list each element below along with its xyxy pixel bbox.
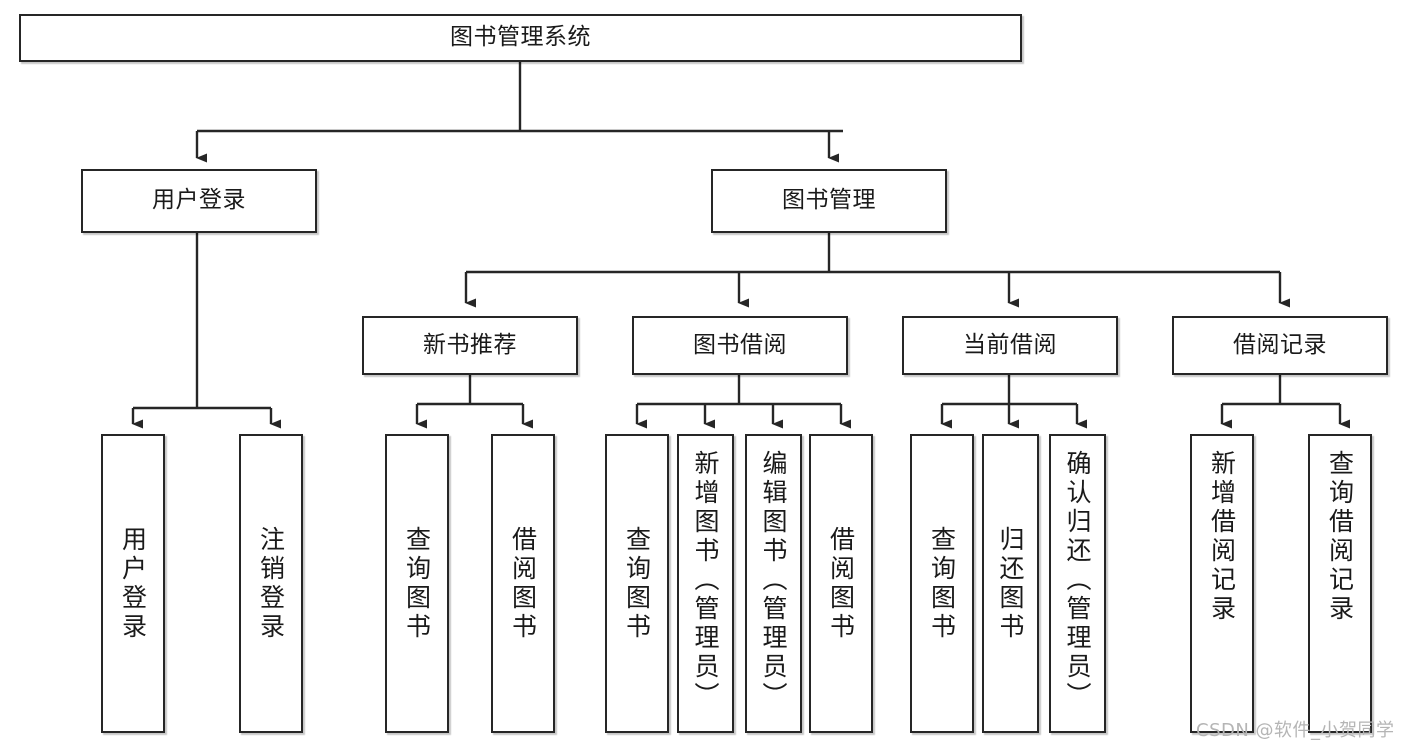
node-leaf-query-book-3-label: 查询图书 [927, 525, 957, 642]
node-leaf-borrow-book-1[interactable]: 借阅图书 [491, 434, 555, 733]
node-book-borrow[interactable]: 图书借阅 [632, 316, 848, 375]
node-book-management-label: 图书管理 [782, 187, 876, 214]
node-leaf-query-book-1[interactable]: 查询图书 [385, 434, 449, 733]
node-leaf-query-borrow-record-label: 查询借阅记录 [1325, 450, 1355, 624]
node-leaf-add-borrow-record-label: 新增借阅记录 [1207, 450, 1237, 624]
node-leaf-user-login[interactable]: 用户登录 [101, 434, 165, 733]
node-leaf-borrow-book-2[interactable]: 借阅图书 [809, 434, 873, 733]
node-leaf-query-book-1-label: 查询图书 [402, 525, 432, 642]
node-leaf-query-book-3[interactable]: 查询图书 [910, 434, 974, 733]
node-leaf-user-login-label: 用户登录 [118, 525, 148, 642]
node-current-borrow-label: 当前借阅 [963, 331, 1057, 358]
node-borrow-record-label: 借阅记录 [1233, 331, 1327, 358]
node-leaf-edit-book-label: 编辑图书（管理员） [759, 450, 788, 711]
node-leaf-return-book[interactable]: 归还图书 [982, 434, 1039, 733]
node-leaf-query-borrow-record[interactable]: 查询借阅记录 [1308, 434, 1372, 733]
node-root-system-label: 图书管理系统 [450, 24, 591, 51]
node-borrow-record[interactable]: 借阅记录 [1172, 316, 1388, 375]
node-new-book-recommend[interactable]: 新书推荐 [362, 316, 578, 375]
node-book-management[interactable]: 图书管理 [711, 169, 947, 233]
node-leaf-borrow-book-1-label: 借阅图书 [508, 525, 538, 642]
node-new-book-recommend-label: 新书推荐 [423, 331, 517, 358]
node-leaf-query-book-2-label: 查询图书 [622, 525, 652, 642]
node-leaf-confirm-return-label: 确认归还（管理员） [1063, 450, 1092, 711]
node-leaf-query-book-2[interactable]: 查询图书 [605, 434, 669, 733]
csdn-watermark: CSDN @软件_小贺同学 [1196, 720, 1395, 741]
node-book-borrow-label: 图书借阅 [693, 331, 787, 358]
node-leaf-borrow-book-2-label: 借阅图书 [826, 525, 856, 642]
node-leaf-return-book-label: 归还图书 [996, 525, 1025, 642]
node-leaf-logout-login[interactable]: 注销登录 [239, 434, 303, 733]
node-leaf-logout-login-label: 注销登录 [256, 525, 286, 642]
node-leaf-add-borrow-record[interactable]: 新增借阅记录 [1190, 434, 1254, 733]
node-root-system[interactable]: 图书管理系统 [19, 14, 1022, 62]
node-current-borrow[interactable]: 当前借阅 [902, 316, 1118, 375]
node-leaf-add-book-label: 新增图书（管理员） [691, 450, 720, 711]
node-leaf-add-book[interactable]: 新增图书（管理员） [677, 434, 734, 733]
node-leaf-confirm-return[interactable]: 确认归还（管理员） [1049, 434, 1106, 733]
node-user-login-label: 用户登录 [152, 187, 246, 214]
node-leaf-edit-book[interactable]: 编辑图书（管理员） [745, 434, 802, 733]
node-user-login[interactable]: 用户登录 [81, 169, 317, 233]
